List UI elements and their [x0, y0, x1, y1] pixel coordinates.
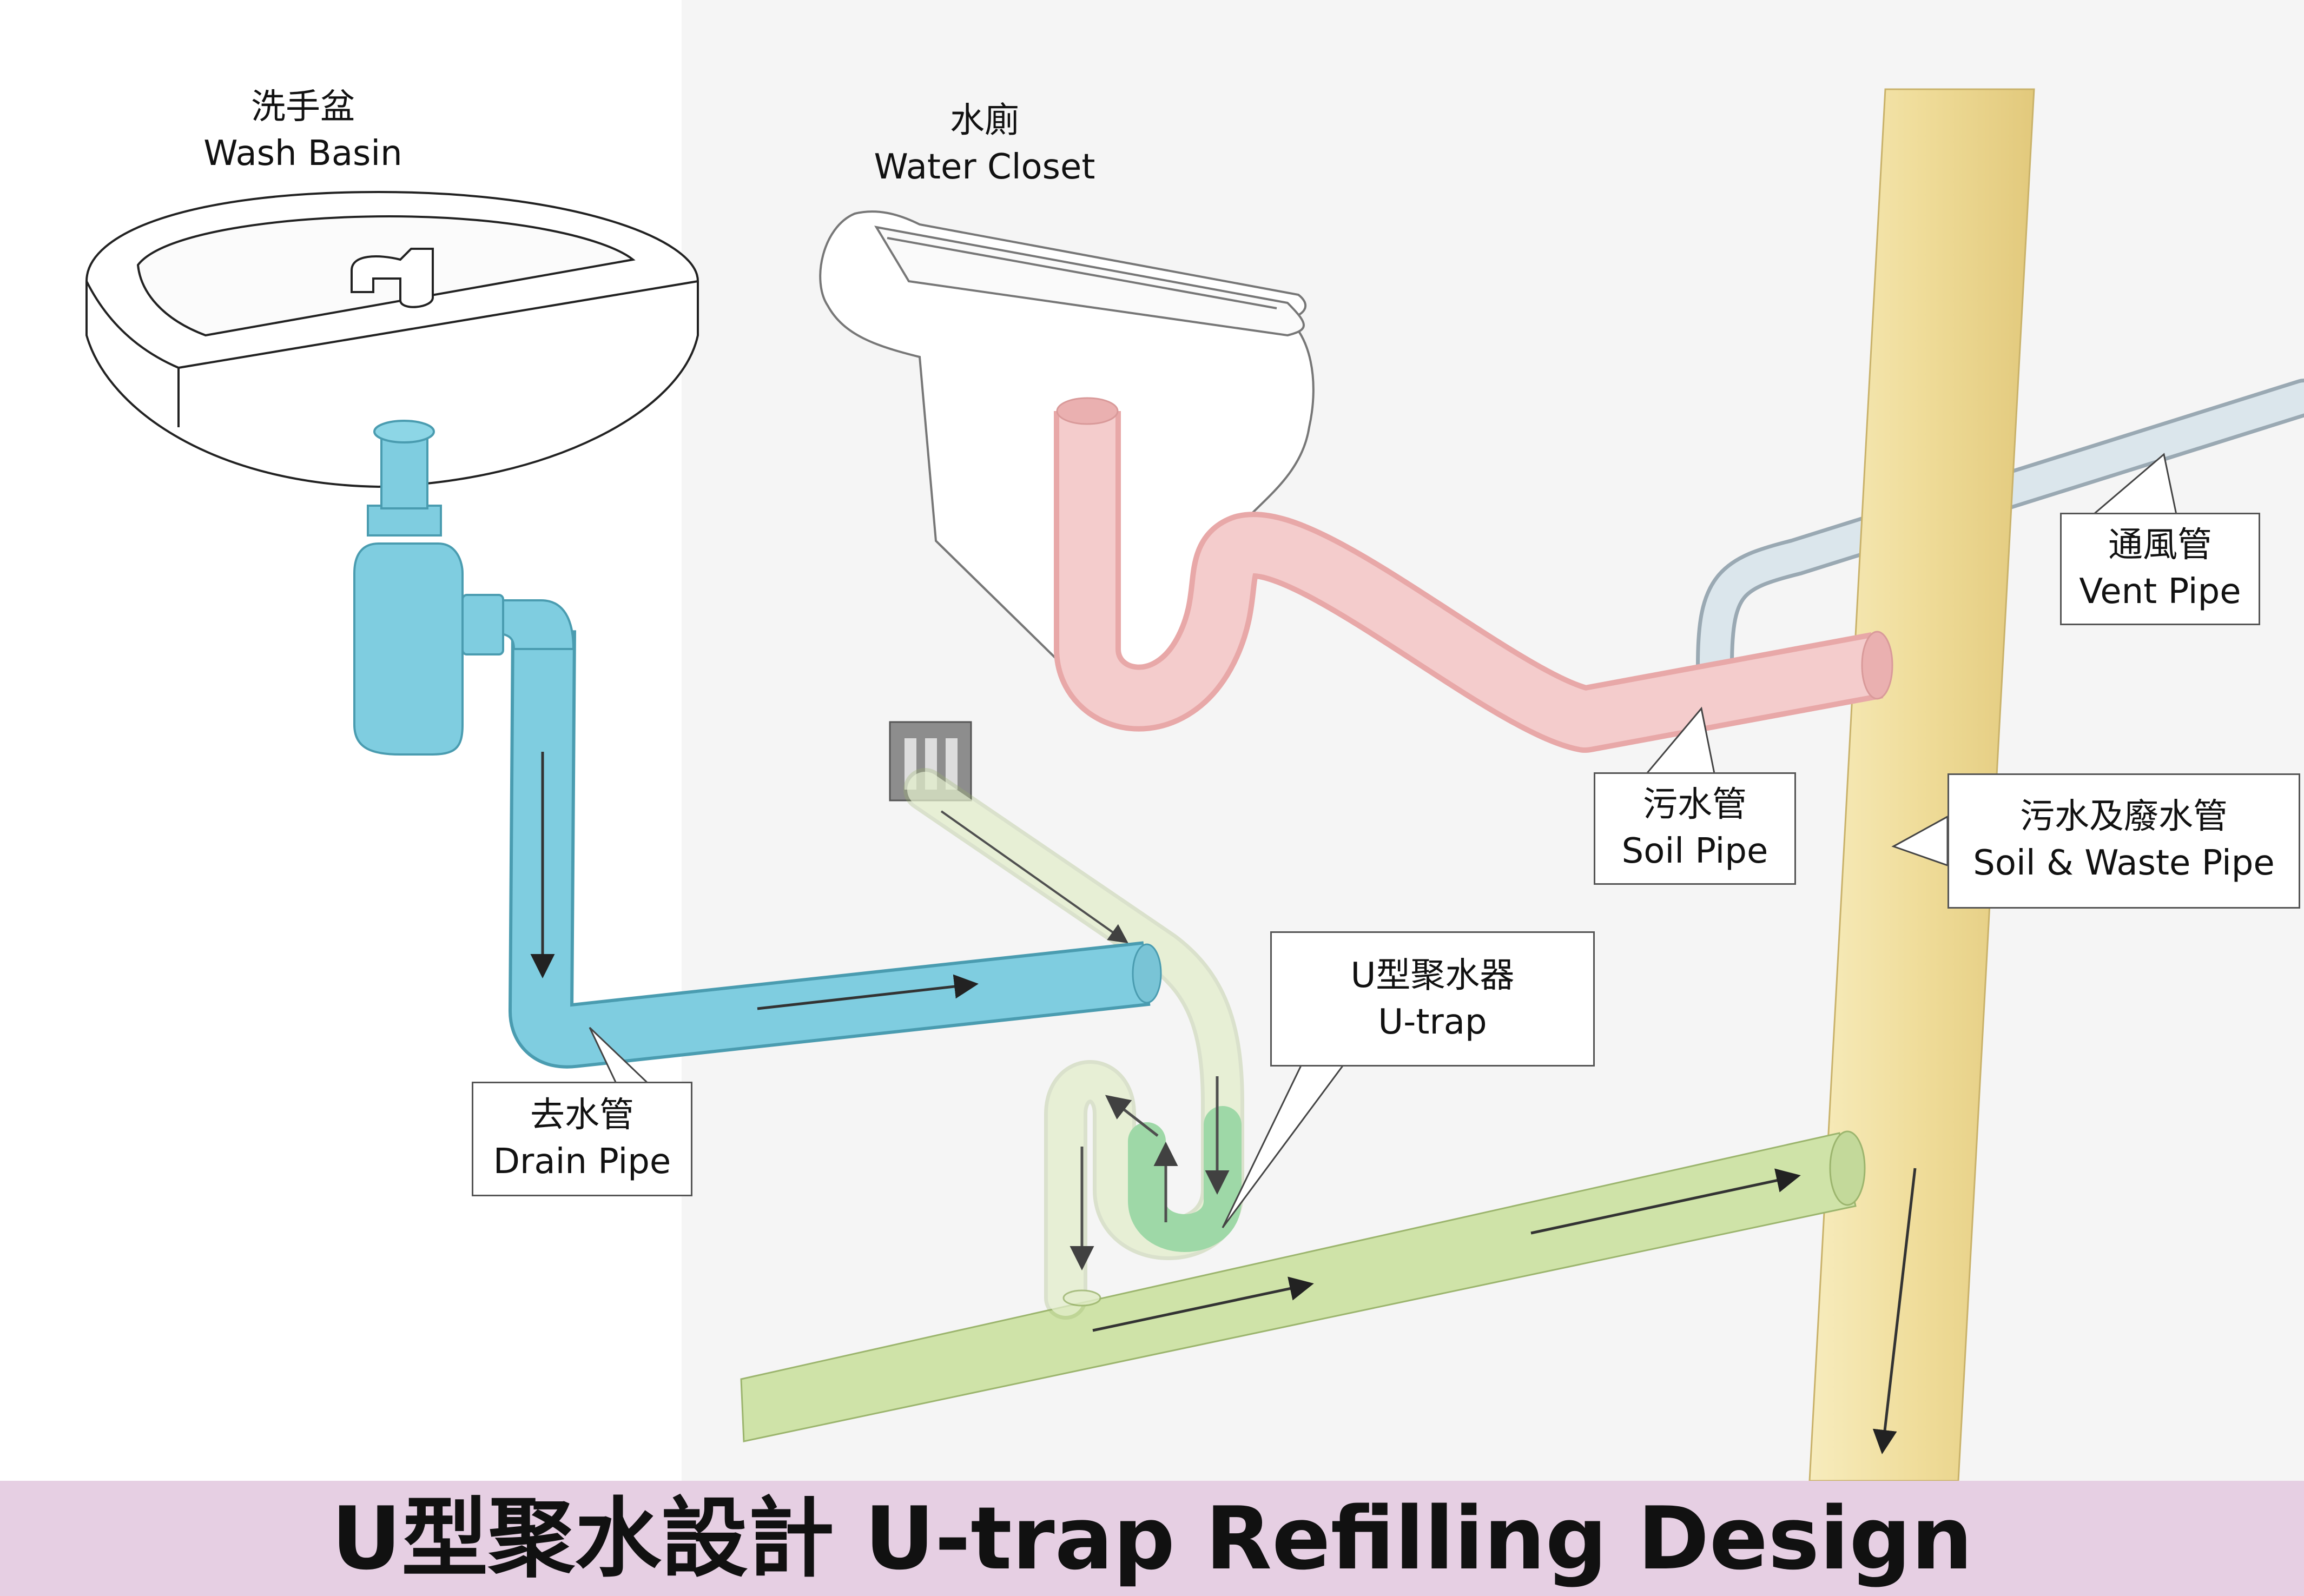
soil-pipe-callout: 污水管 Soil Pipe: [1594, 772, 1796, 885]
vent-pipe-label-en: Vent Pipe: [2079, 572, 2241, 612]
drain-pipe-label-en: Drain Pipe: [493, 1142, 671, 1182]
soil-pipe-label-en: Soil Pipe: [1621, 831, 1768, 871]
water-closet-label-en: Water Closet: [874, 147, 1095, 187]
drain-pipe-label-zh: 去水管: [530, 1095, 634, 1135]
floor-drain-utrap: [903, 768, 1244, 1320]
vent-pipe-callout: 通風管 Vent Pipe: [2060, 513, 2260, 625]
drain-pipe: [353, 420, 1162, 1069]
wash-basin-label-zh: 洗手盆: [251, 87, 355, 127]
u-trap-callout: U型聚水器 U-trap: [1270, 931, 1595, 1067]
soil-waste-pipe-callout: 污水及廢水管 Soil & Waste Pipe: [1947, 773, 2300, 909]
soil-pipe-label-zh: 污水管: [1643, 785, 1747, 825]
u-trap-label-en: U-trap: [1378, 1002, 1487, 1042]
banner-title: U型聚水設計 U-trap Refilling Design: [331, 1488, 1973, 1589]
wash-basin-label: 洗手盆 Wash Basin: [179, 84, 427, 177]
vent-pipe: [1696, 379, 2304, 684]
waste-pipe: [740, 1130, 1866, 1442]
soil-waste-pipe-label-zh: 污水及廢水管: [2020, 797, 2228, 837]
drain-pipe-callout: 去水管 Drain Pipe: [472, 1082, 692, 1196]
vent-pipe-label-zh: 通風管: [2108, 525, 2212, 565]
u-trap-label-zh: U型聚水器: [1350, 956, 1515, 996]
title-banner: U型聚水設計 U-trap Refilling Design: [0, 1481, 2304, 1596]
soil-pipe: [1054, 397, 1893, 753]
soil-waste-pipe-label-en: Soil & Waste Pipe: [1973, 843, 2275, 883]
wash-basin-label-en: Wash Basin: [203, 134, 402, 174]
utrap-water: [1128, 1106, 1242, 1252]
water-closet-label-zh: 水廁: [950, 101, 1019, 141]
wash-basin: [85, 190, 699, 488]
water-closet-label: 水廁 Water Closet: [855, 97, 1114, 190]
